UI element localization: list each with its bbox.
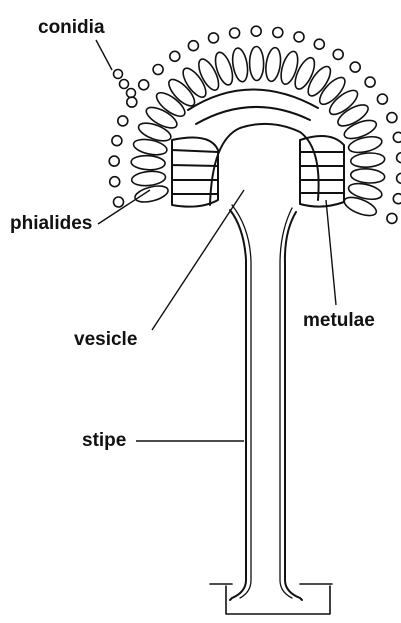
- conidium-chain: [127, 89, 136, 98]
- phialide: [133, 183, 169, 205]
- label-stipe: stipe: [82, 431, 126, 450]
- conidium: [209, 33, 219, 43]
- conidium: [387, 113, 397, 123]
- conidium: [118, 116, 128, 126]
- conidium: [387, 213, 397, 223]
- conidium-chain: [114, 70, 123, 79]
- leader-vesicle: [152, 190, 244, 330]
- conidium: [397, 153, 401, 163]
- conidium: [153, 65, 163, 75]
- phialide: [350, 152, 385, 169]
- conidium: [114, 197, 124, 207]
- leader-metulae: [326, 200, 336, 305]
- conidium-chain: [120, 80, 129, 89]
- stipe-right-wall: [285, 212, 302, 600]
- conidium: [393, 194, 401, 204]
- conidium: [110, 177, 120, 187]
- conidium: [112, 136, 122, 146]
- phialide: [131, 155, 166, 171]
- conidium: [350, 62, 360, 72]
- phialide: [249, 46, 263, 80]
- conidium: [314, 39, 324, 49]
- label-conidia: conidia: [38, 18, 105, 37]
- phialide: [230, 47, 249, 83]
- conidium: [333, 49, 343, 59]
- phialide: [347, 181, 383, 202]
- conidium: [109, 156, 119, 166]
- phialide: [131, 170, 166, 187]
- leader-conidia: [96, 40, 112, 70]
- label-metulae: metulae: [303, 311, 375, 330]
- phialide: [278, 50, 301, 87]
- foot-cell: [210, 584, 332, 614]
- phialide: [350, 168, 385, 185]
- conidium: [230, 28, 240, 38]
- label-phialides: phialides: [10, 214, 92, 233]
- phialide: [264, 47, 283, 83]
- conidium: [397, 173, 401, 183]
- conidium: [294, 32, 304, 42]
- conidium: [273, 28, 283, 38]
- phialide: [132, 137, 168, 157]
- stipe-left-wall: [230, 210, 246, 600]
- conidium: [127, 97, 137, 107]
- conidium: [170, 51, 180, 61]
- stipe-left-inner: [232, 205, 251, 598]
- conidium: [377, 94, 387, 104]
- metulae-right: [300, 136, 344, 207]
- conidium: [139, 80, 149, 90]
- conidium: [393, 132, 401, 142]
- phialide: [347, 134, 383, 155]
- conidium: [188, 41, 198, 51]
- conidium: [251, 26, 261, 36]
- metulae-top: [188, 89, 318, 124]
- conidium: [365, 77, 375, 87]
- leader-phialides: [98, 190, 150, 224]
- label-vesicle: vesicle: [74, 330, 137, 349]
